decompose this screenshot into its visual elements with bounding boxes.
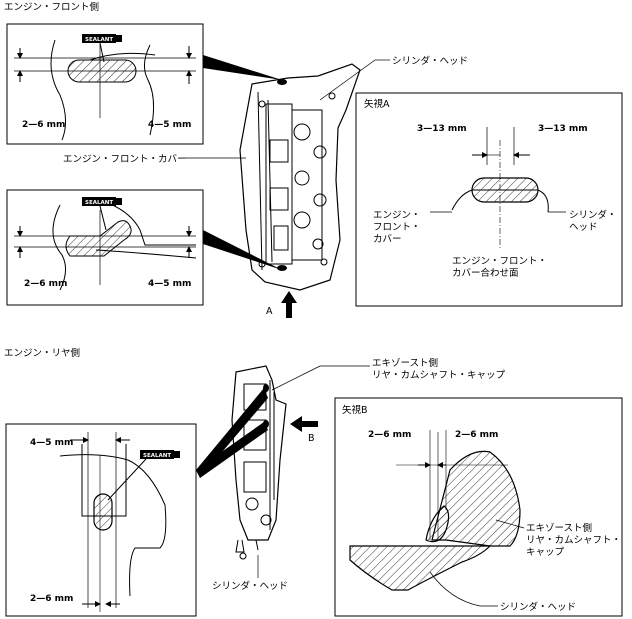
view-b-title: 矢視B bbox=[342, 404, 368, 416]
engine-rear-drawing bbox=[196, 365, 370, 578]
view-a-label-left-1: エンジン・ bbox=[373, 210, 421, 221]
view-a-dim-left: 3—13 mm bbox=[417, 124, 467, 134]
svg-text:SEALANT: SEALANT bbox=[143, 453, 171, 459]
section-title-front: エンジン・フロント側 bbox=[4, 1, 99, 13]
detail-rear: SEALANT bbox=[5, 423, 197, 617]
detail2-dim-right: 4—5 mm bbox=[148, 279, 191, 289]
svg-text:SEALANT: SEALANT bbox=[85, 200, 113, 206]
engine-front-drawing bbox=[185, 55, 390, 291]
label-front-cover: エンジン・フロント・カバー bbox=[63, 154, 187, 165]
view-b-label-cap-3: キャップ bbox=[526, 547, 565, 558]
view-arrow-b-icon bbox=[290, 416, 318, 432]
section-title-rear: エンジン・リヤ側 bbox=[4, 347, 80, 359]
view-b-label-cap-1: エキゾースト側 bbox=[526, 522, 592, 534]
view-a-label-right-2: ヘッド bbox=[569, 222, 598, 233]
arrow-a-label: A bbox=[266, 306, 273, 317]
view-a-panel bbox=[355, 92, 623, 307]
view-a-dim-right: 3—13 mm bbox=[538, 124, 588, 134]
view-a-label-bottom-1: エンジン・フロント・ bbox=[452, 256, 547, 267]
label-exhaust-cap-1: エキゾースト側 bbox=[372, 357, 438, 369]
view-b-label-cap-2: リヤ・カムシャフト・ bbox=[526, 535, 621, 546]
sealant-tube-icon: SEALANT bbox=[107, 450, 180, 501]
sealant-tube-icon: SEALANT bbox=[82, 197, 122, 231]
sealant-tube-icon: SEALANT bbox=[82, 34, 122, 63]
view-a-title: 矢視A bbox=[364, 98, 390, 110]
view-a-label-left-2: フロント・ bbox=[373, 222, 421, 233]
label-exhaust-cap-2: リヤ・カムシャフト・キャップ bbox=[372, 370, 506, 381]
detail1-dim-right: 4—5 mm bbox=[148, 120, 191, 130]
detail3-dim-bottom: 2—6 mm bbox=[30, 594, 73, 604]
arrow-b-label: B bbox=[308, 433, 315, 444]
view-a-label-left-3: カバー bbox=[373, 234, 402, 245]
detail2-dim-left: 2—6 mm bbox=[24, 279, 67, 289]
view-b-dim-left: 2—6 mm bbox=[368, 430, 411, 440]
view-arrow-a-icon bbox=[281, 291, 297, 318]
label-cylinder-head-front: シリンダ・ヘッド bbox=[392, 55, 468, 67]
view-a-label-right-1: シリンダ・ bbox=[569, 209, 617, 221]
detail1-dim-left: 2—6 mm bbox=[22, 120, 65, 130]
detail-front-upper: SEALANT 2—6 mm 4—5 mm bbox=[6, 23, 204, 145]
detail-front-lower: SEALANT 2—6 mm 4—5 mm bbox=[6, 189, 204, 306]
svg-text:SEALANT: SEALANT bbox=[85, 37, 113, 43]
detail3-dim-top: 4—5 mm bbox=[30, 438, 73, 448]
view-b-dim-right: 2—6 mm bbox=[455, 430, 498, 440]
view-b-panel bbox=[334, 397, 623, 617]
view-b-label-head: シリンダ・ヘッド bbox=[500, 601, 576, 613]
view-a-label-bottom-2: カバー合わせ面 bbox=[452, 267, 519, 279]
label-cylinder-head-rear: シリンダ・ヘッド bbox=[212, 580, 288, 592]
